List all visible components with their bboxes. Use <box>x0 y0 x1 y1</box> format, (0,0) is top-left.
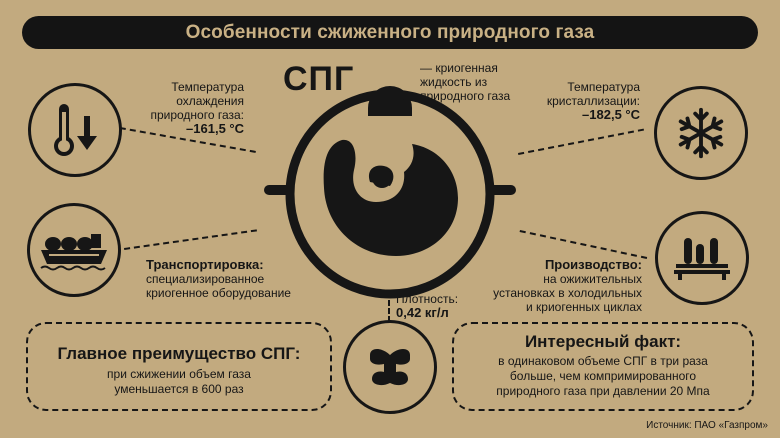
production-line: и криогенных циклах <box>526 300 642 314</box>
transport-line: криогенное оборудование <box>146 286 291 300</box>
fact-box <box>452 322 754 411</box>
density-circle <box>343 320 437 414</box>
connector-production <box>519 230 648 259</box>
center-description-line: жидкость из <box>420 75 488 89</box>
title-bar: Особенности сжиженного природного газа <box>22 16 758 49</box>
cooling-line: природного газа: <box>150 108 244 122</box>
crystallization-text: Температура кристаллизации: –182,5 °С <box>528 80 640 122</box>
density-label: Плотность: <box>396 292 459 306</box>
advantage-heading: Главное преимущество СПГ: <box>57 344 301 363</box>
cooling-circle <box>28 83 122 177</box>
center-description-line: природного газа <box>420 89 511 103</box>
production-line: установках в холодильных <box>493 286 642 300</box>
lng-drop-icon <box>264 86 516 299</box>
page-title: Особенности сжиженного природного газа <box>185 21 595 43</box>
production-heading: Производство: <box>544 257 642 272</box>
density-value: 0,42 кг/л <box>396 305 449 320</box>
density-text: Плотность: 0,42 кг/л <box>396 292 458 320</box>
crystallization-line: Температура <box>567 80 640 94</box>
transport-line: специализированное <box>146 272 265 286</box>
cooling-value: –161,5 °С <box>186 121 244 136</box>
snowflake-icon <box>678 107 724 159</box>
advantage-line: уменьшается в 600 раз <box>114 382 244 396</box>
liquefaction-plant-icon <box>674 238 730 280</box>
connector-transport <box>124 229 257 250</box>
advantage-content: Главное преимущество СПГ: при сжижении о… <box>26 344 332 397</box>
density-drop-icon <box>370 349 410 386</box>
production-circle <box>655 211 749 305</box>
fact-line: больше, чем компримированного <box>509 369 697 383</box>
transport-circle <box>27 203 121 297</box>
center-label: СПГ <box>283 60 355 98</box>
cooling-line: Температура <box>171 80 244 94</box>
cooling-text: Температура охлаждения природного газа: … <box>114 80 244 136</box>
advantage-line: при сжижении объем газа <box>107 367 251 381</box>
production-text: Производство: на ожижительных установках… <box>470 257 642 315</box>
fact-line: в одинаковом объеме СПГ в три раза <box>498 354 708 368</box>
crystallization-circle <box>654 86 748 180</box>
cooling-line: охлаждения <box>176 94 244 108</box>
fact-line: природного газа при давлении 20 Мпа <box>496 384 710 398</box>
thermometer-down-icon <box>54 104 97 156</box>
source-note: Источник: ПАО «Газпром» <box>646 420 768 431</box>
crystallization-line: кристаллизации: <box>546 94 640 108</box>
center-description-line: — криогенная <box>420 61 498 75</box>
lng-tanker-ship-icon <box>40 234 107 271</box>
transport-heading: Транспортировка: <box>146 257 264 272</box>
fact-content: Интересный факт: в одинаковом объеме СПГ… <box>452 332 754 399</box>
center-description: — криогенная жидкость из природного газа <box>420 61 510 103</box>
fact-heading: Интересный факт: <box>524 332 682 351</box>
crystallization-value: –182,5 °С <box>582 107 640 122</box>
production-line: на ожижительных <box>543 272 642 286</box>
advantage-box <box>26 322 332 411</box>
connector-crystallization <box>518 128 645 155</box>
transport-text: Транспортировка: специализированное крио… <box>146 257 291 301</box>
